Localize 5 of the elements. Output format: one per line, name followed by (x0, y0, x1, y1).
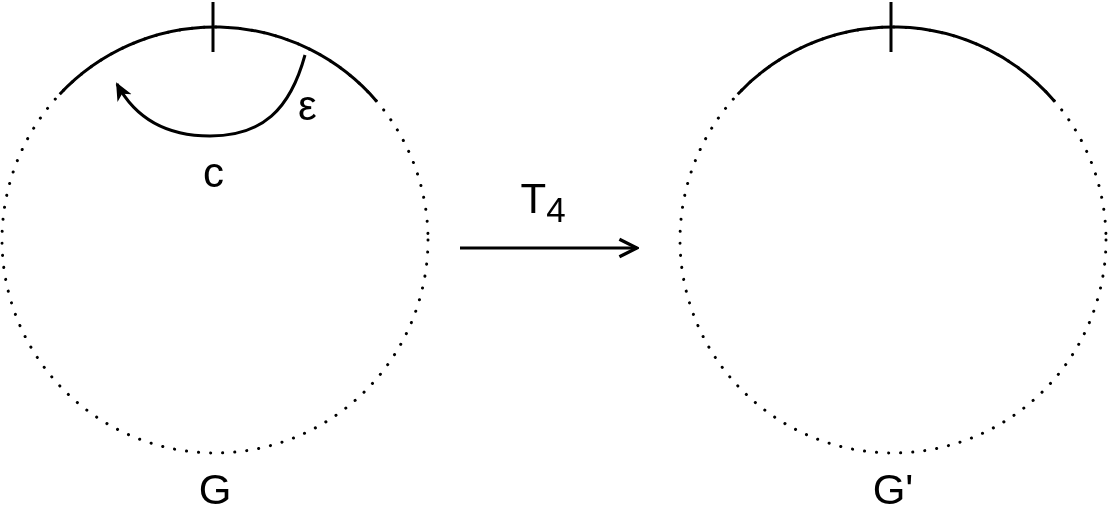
graph-label: G' (872, 469, 914, 511)
edge-label: T$_{4}$ (520, 178, 566, 228)
curve-label: ε (298, 85, 317, 127)
graph-label: G (198, 469, 232, 511)
curve-label: c (203, 152, 224, 194)
